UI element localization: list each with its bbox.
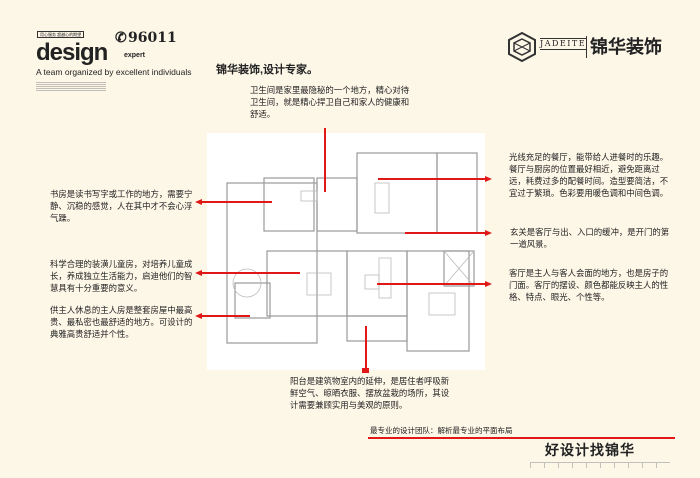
ruler [530,462,670,468]
arrow-entrance-icon [485,230,492,236]
note-dining: 光线充足的餐厅，能带给人进餐时的乐趣。餐厅与厨房的位置最好相近，避免距离过远，耗… [509,152,669,198]
expert-word: expert [124,52,146,59]
note-entrance: 玄关是客厅与出、入口的缓冲，是开门的第一道风景。 [510,227,670,249]
arrow-living-icon [485,281,492,287]
logo-divider [586,36,587,58]
fine-print [36,81,106,91]
pointer-dining [378,178,486,180]
arrow-master-room-icon [195,313,202,319]
arrow-study-icon [195,199,202,205]
footer-slogan: 好设计找锦华 [545,443,635,459]
jadeite-logo-icon [508,32,536,62]
note-living: 客厅是主人与客人会面的地方，也是房子的门面。客厅的摆设、颜色都能反映主人的性格、… [509,268,669,302]
pointer-bathroom [324,128,326,192]
hotline: 96011 [128,30,177,46]
footer-caption: 最专业的设计团队：解析最专业的平面布局 [370,426,513,435]
note-bathroom: 卫生间是家里最隐秘的一个地方，精心对待卫生间，就是精心捍卫自己和家人的健康和舒适… [250,85,410,119]
note-balcony: 阳台是建筑物室内的延伸，是居住者呼吸新鲜空气、晾晒衣服、摆放盆栽的场所，其设计需… [290,376,450,410]
floor-plan-drawing [226,152,478,352]
design-word: design [36,39,108,66]
slogan: 锦华装饰,设计专家。 [216,64,319,76]
english-tagline: A team organized by excellent individual… [36,67,192,77]
pointer-entrance [405,232,486,234]
floor-plan [207,133,485,370]
phone-icon: ✆ [115,30,127,46]
pointer-master-room [200,315,250,317]
pointer-living [377,283,486,285]
small-label: 用心服务 超越心的期望 [37,31,85,38]
footer-red-line [368,437,675,439]
logo-chinese: 锦华装饰 [590,37,662,58]
note-master-room: 供主人休息的主人房是整套房屋中最高贵、最私密也最舒适的地方。可设计的典雅高贵舒适… [50,305,193,339]
arrow-kids-room-icon [195,270,202,276]
logo-english: JADEITE [540,38,587,50]
note-kids-room: 科学合理的装潢儿童房，对培养儿童成长，养成独立生活能力，启迪他们的智慧具有十分重… [50,259,193,293]
arrow-balcony-icon [362,368,369,373]
pointer-kids-room [200,272,300,274]
pointer-study [200,201,272,203]
arrow-dining-icon [485,176,492,182]
pointer-balcony [365,326,367,370]
note-study: 书房是读书写字或工作的地方，需要宁静、沉稳的感觉，人在其中才不会心浮气躁。 [50,189,193,223]
